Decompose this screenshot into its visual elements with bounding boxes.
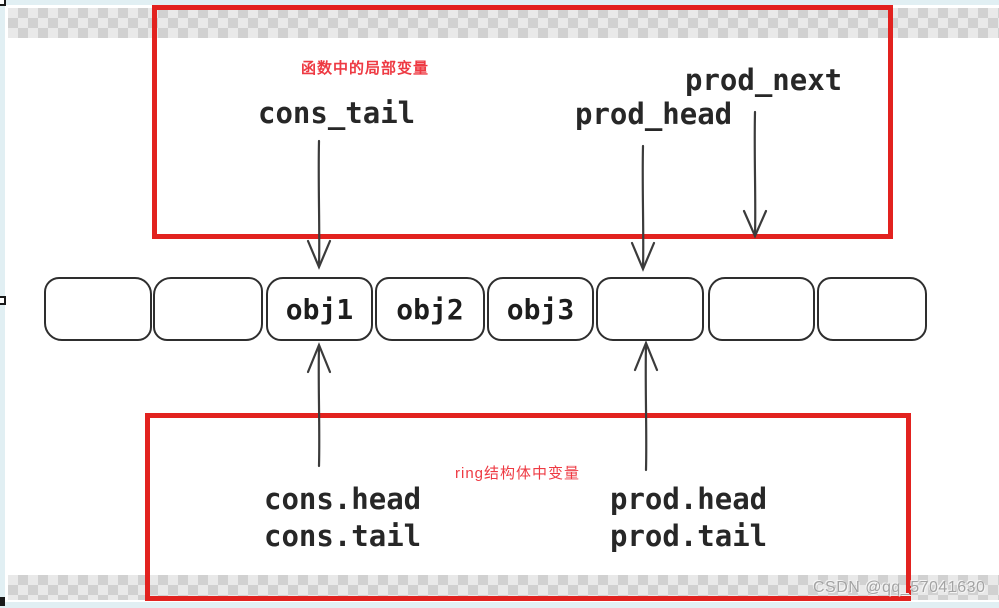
label-cons-tail-local: cons_tail bbox=[258, 96, 416, 130]
ring-slot-3: obj2 bbox=[375, 277, 485, 341]
label-prod-head-local: prod_head bbox=[575, 97, 733, 131]
ring-struct-vars-note: ring结构体中变量 bbox=[455, 465, 581, 482]
transparency-checker-bottom bbox=[8, 575, 999, 600]
local-vars-note: 函数中的局部变量 bbox=[301, 60, 430, 77]
label-prod-head-struct: prod.head bbox=[610, 482, 768, 516]
ring-slot-7 bbox=[817, 277, 927, 341]
selection-handle-top-left[interactable] bbox=[0, 0, 6, 6]
label-cons-tail-struct: cons.tail bbox=[264, 519, 422, 553]
ring-slot-1 bbox=[153, 277, 263, 341]
label-prod-next-local: prod_next bbox=[685, 63, 843, 97]
ring-struct-vars-highlight-box bbox=[145, 413, 911, 601]
csdn-watermark: CSDN @qq_57041630 bbox=[813, 579, 986, 596]
selection-edge-top bbox=[0, 0, 999, 5]
ring-slot-2: obj1 bbox=[266, 277, 373, 341]
selection-handle-bottom-left[interactable] bbox=[0, 597, 5, 606]
selection-edge-bottom bbox=[0, 602, 999, 608]
transparency-checker-top bbox=[8, 8, 999, 38]
local-vars-highlight-box bbox=[152, 5, 893, 239]
selection-handle-mid-left[interactable] bbox=[0, 296, 6, 305]
ring-slot-5 bbox=[596, 277, 704, 341]
label-cons-head-struct: cons.head bbox=[264, 482, 422, 516]
ring-slot-0 bbox=[44, 277, 152, 341]
label-cons-struct: cons.head cons.tail bbox=[264, 481, 421, 555]
label-prod-struct: prod.head prod.tail bbox=[610, 481, 767, 555]
ring-slot-4: obj3 bbox=[487, 277, 594, 341]
label-prod-tail-struct: prod.tail bbox=[610, 519, 768, 553]
ring-slot-6 bbox=[708, 277, 815, 341]
